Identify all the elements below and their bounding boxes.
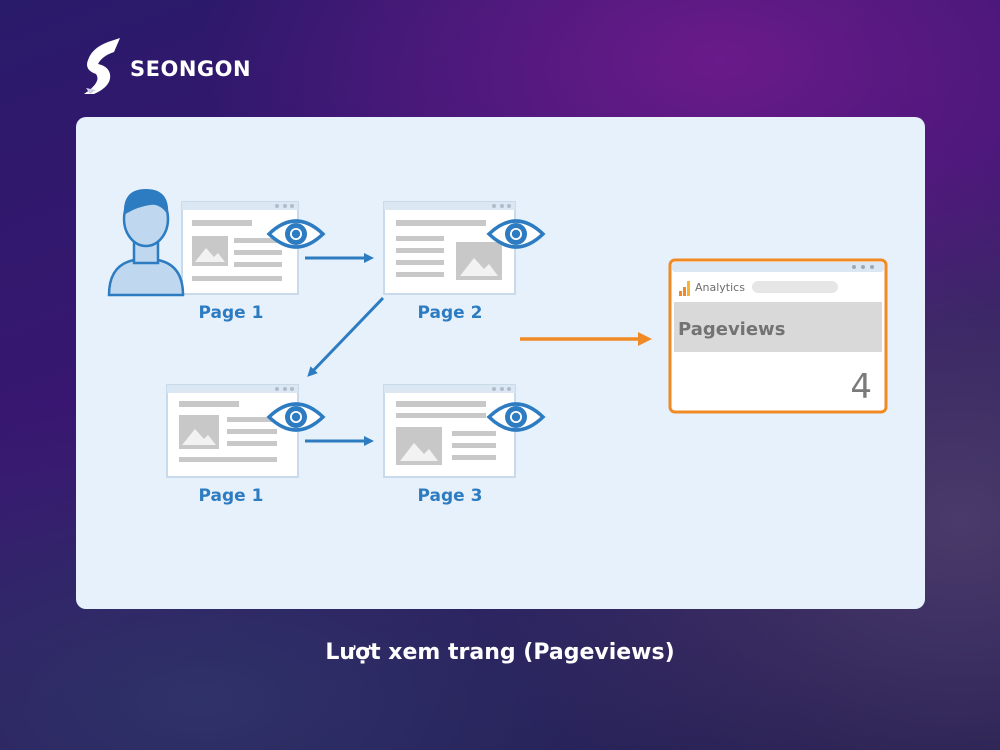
analytics-panel: Analytics Pageviews 4 [668, 258, 888, 414]
page-label: Page 2 [418, 303, 483, 323]
page-label: Page 1 [199, 486, 264, 506]
analytics-logo-icon [679, 281, 690, 296]
user-icon [107, 189, 185, 297]
metric-value: 4 [850, 367, 872, 407]
page-window-4 [383, 384, 516, 478]
eye-icon [266, 402, 326, 432]
flow-arrow [307, 296, 385, 377]
analytics-app-name: Analytics [695, 281, 745, 294]
page-label: Page 1 [199, 303, 264, 323]
page-window-3 [166, 384, 299, 478]
metric-label: Pageviews [678, 319, 785, 340]
page-label: Page 3 [418, 486, 483, 506]
seongon-logo-icon [84, 38, 120, 94]
eye-icon [266, 219, 326, 249]
page-window-1 [181, 201, 299, 295]
pageviews-diagram: Page 1 Page 2 Page 1 Page 3 Analytics Pa… [107, 189, 888, 506]
brand: SEONGON [80, 38, 251, 94]
caption: Lượt xem trang (Pageviews) [325, 640, 675, 665]
analytics-search-bar [752, 281, 838, 293]
eye-icon [486, 219, 546, 249]
eye-icon [486, 402, 546, 432]
page-window-2 [383, 201, 516, 295]
diagram-card: Page 1 Page 2 Page 1 Page 3 Analytics Pa… [76, 117, 925, 609]
brand-name: SEONGON [130, 57, 252, 81]
